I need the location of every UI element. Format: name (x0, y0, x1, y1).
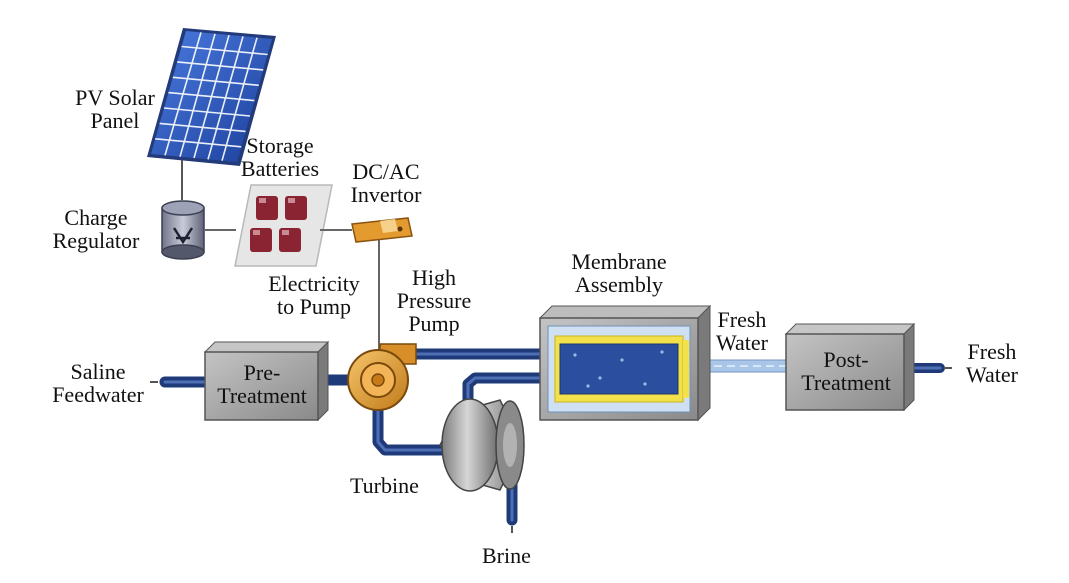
label-electricity-to-pump: Electricity to Pump (256, 272, 372, 318)
label-saline-feedwater: Saline Feedwater (40, 360, 156, 406)
label-line: Pressure (396, 288, 472, 313)
label-line: Pre- (243, 360, 281, 385)
label-high-pressure-pump: High Pressure Pump (386, 266, 482, 335)
label-line: Fresh (967, 339, 1017, 364)
label-line: Saline (70, 359, 126, 384)
label-line: Invertor (350, 182, 422, 207)
label-line: Post- (823, 347, 869, 372)
label-charge-regulator: Charge Regulator (36, 206, 156, 252)
label-post-treatment: Post- Treatment (790, 348, 902, 394)
label-line: Fresh (717, 307, 767, 332)
dc-ac-inverter (351, 217, 413, 243)
fresh-water-pipe (709, 359, 791, 373)
label-line: Water (966, 362, 1018, 387)
label-line: PV Solar (75, 85, 155, 110)
membrane-assembly-box (538, 304, 712, 422)
post-treatment-box (784, 322, 916, 412)
turbine (439, 398, 525, 492)
pre-treatment-box (203, 340, 330, 422)
label-line: Batteries (240, 156, 320, 181)
label-dc-ac-inverter: DC/AC Invertor (336, 160, 436, 206)
label-line: Treatment (217, 383, 307, 408)
label-line: Water (716, 330, 768, 355)
label-line: Charge (64, 205, 128, 230)
label-line: High (412, 265, 456, 290)
label-line: Pump (408, 311, 460, 336)
label-membrane-assembly: Membrane Assembly (554, 250, 684, 296)
label-line: DC/AC (352, 159, 420, 184)
label-brine: Brine (482, 543, 531, 568)
label-fresh-water-out: Fresh Water (952, 340, 1032, 386)
pv-solar-panel (147, 28, 276, 200)
label-line: Panel (90, 108, 140, 133)
label-storage-batteries: Storage Batteries (226, 134, 334, 180)
label-line: Storage (246, 133, 314, 158)
label-line: Membrane (571, 249, 667, 274)
label-line: to Pump (277, 294, 351, 319)
charge-regulator (161, 200, 205, 260)
label-fresh-water-mid: Fresh Water (702, 308, 782, 354)
label-line: Feedwater (52, 382, 144, 407)
storage-batteries (234, 184, 333, 267)
label-pre-treatment: Pre- Treatment (207, 361, 317, 407)
label-line: Electricity (268, 271, 360, 296)
label-line: Assembly (575, 272, 663, 297)
label-line: Treatment (801, 370, 891, 395)
label-line: Regulator (52, 228, 140, 253)
high-pressure-pump (347, 343, 417, 411)
label-turbine: Turbine (350, 473, 419, 498)
label-pv-solar-panel: PV Solar Panel (56, 86, 174, 132)
